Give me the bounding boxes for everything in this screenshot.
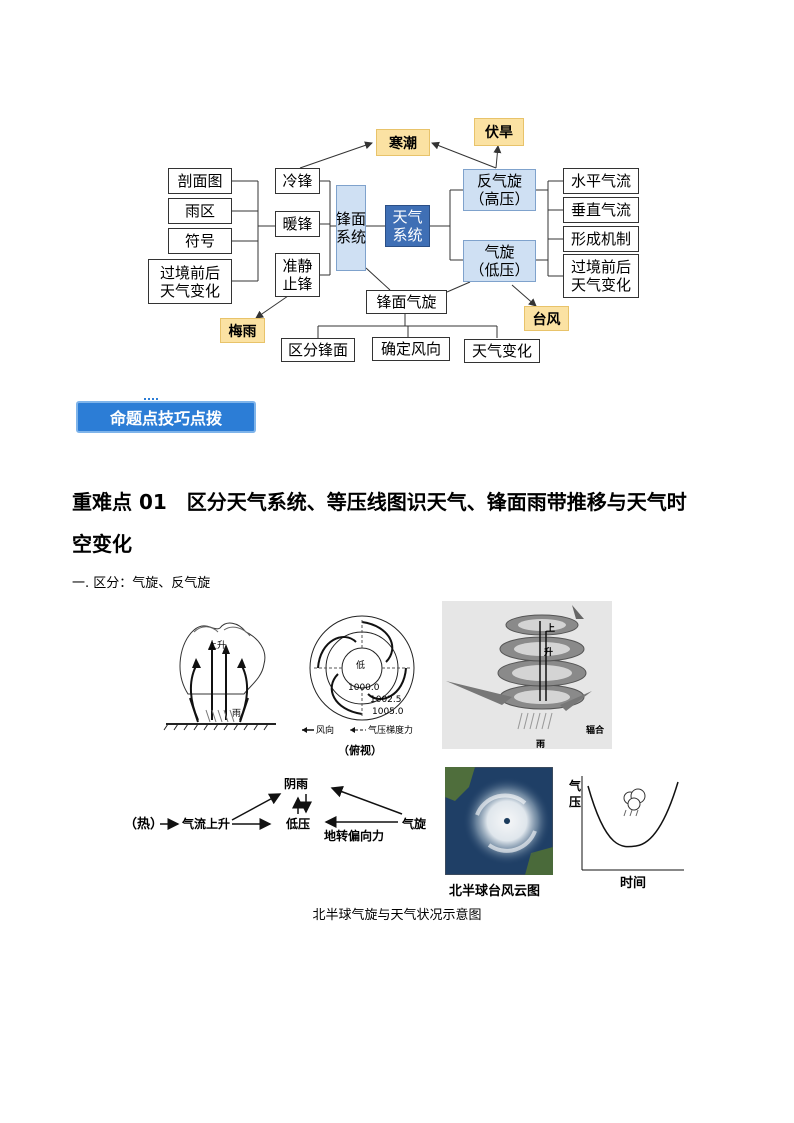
left-item-weather-change: 过境前后 天气变化 <box>148 259 232 304</box>
figure-caption: 北半球气旋与天气状况示意图 <box>312 908 482 923</box>
front-stationary: 准静 止锋 <box>275 253 320 297</box>
front-system: 锋面 系统 <box>336 185 366 271</box>
tag-drought: 伏旱 <box>474 118 524 146</box>
panel2-p3: 1005.0 <box>372 707 404 717</box>
panel2-low: 低 <box>356 659 365 671</box>
left-item-rain-area: 雨区 <box>168 198 232 224</box>
flow-diagram: （热） 气流上升 阴雨 低压 地转偏向力 气旋 <box>124 776 427 843</box>
graph-xlabel: 时间 <box>620 876 647 891</box>
panel2-legend-force: 气压梯度力 <box>368 724 413 736</box>
tag-cold-wave: 寒潮 <box>376 129 430 156</box>
panel3-up1: 上 <box>546 622 555 634</box>
badge-dots <box>144 398 158 403</box>
right-item-horizontal: 水平气流 <box>563 168 639 194</box>
panel-top-view: 低 1000.0 1002.5 1005.0 风向 气压梯度力 （俯视） <box>302 615 415 757</box>
flow-heat: （热） <box>124 816 163 832</box>
bottom-item-distinguish: 区分锋面 <box>281 338 355 362</box>
cyclone: 气旋 （低压） <box>463 240 536 282</box>
pressure-time-graph: 气 压 <box>568 776 684 871</box>
bottom-item-wind: 确定风向 <box>372 337 450 361</box>
right-item-vertical: 垂直气流 <box>563 197 639 223</box>
panel3-up2: 升 <box>544 646 553 658</box>
flow-rise: 气流上升 <box>181 816 230 831</box>
flow-cyclone: 气旋 <box>401 816 427 831</box>
tag-meiyu: 梅雨 <box>220 318 265 343</box>
graph-ylabel-2: 压 <box>569 795 581 809</box>
tag-typhoon: 台风 <box>524 306 569 331</box>
panel2-p2: 1002.5 <box>370 695 402 705</box>
graph-ylabel: 气 压 <box>568 778 610 809</box>
panel1-up-label: 上升 <box>208 640 226 651</box>
satellite-caption: 北半球台风云图 <box>449 884 541 899</box>
heading-line-1: 重难点 01 区分天气系统、等压线图识天气、锋面雨带推移与天气时 <box>72 490 687 514</box>
frontal-cyclone: 锋面气旋 <box>366 290 447 314</box>
left-item-symbol: 符号 <box>168 228 232 254</box>
panel2-legend-wind: 风向 <box>316 724 334 736</box>
flow-cloudy: 阴雨 <box>284 776 308 791</box>
flow-deflect: 地转偏向力 <box>324 828 384 843</box>
badge-label: 命题点技巧点拨 <box>76 401 256 433</box>
panel2-caption: （俯视） <box>338 743 382 757</box>
right-item-weather-change: 过境前后 天气变化 <box>563 254 639 298</box>
panel1-rain-label: 雨 <box>232 708 241 719</box>
subheading: 一. 区分：气旋、反气旋 <box>72 576 211 591</box>
heading-line-2: 空变化 <box>72 532 132 556</box>
anticyclone: 反气旋 （高压） <box>463 169 536 211</box>
right-item-mechanism: 形成机制 <box>563 226 639 252</box>
panel3-rain: 雨 <box>536 739 545 749</box>
graph-ylabel-1: 气 <box>568 778 581 793</box>
left-item-profile: 剖面图 <box>168 168 232 194</box>
front-warm: 暖锋 <box>275 211 320 237</box>
front-cold: 冷锋 <box>275 168 320 194</box>
satellite-image <box>445 767 553 875</box>
bottom-item-weather: 天气变化 <box>464 339 540 363</box>
panel2-p1: 1000.0 <box>348 683 380 693</box>
mindmap-connectors <box>232 141 563 338</box>
flow-low: 低压 <box>285 816 310 831</box>
panel3-converge: 辐合 <box>586 724 605 736</box>
panel-rising-air: 上升 雨 <box>163 622 276 731</box>
section-badge: 命题点技巧点拨 <box>76 398 258 436</box>
weather-system: 天气 系统 <box>385 205 430 247</box>
panel-spiral: 上 升 雨 辐合 <box>442 601 612 749</box>
